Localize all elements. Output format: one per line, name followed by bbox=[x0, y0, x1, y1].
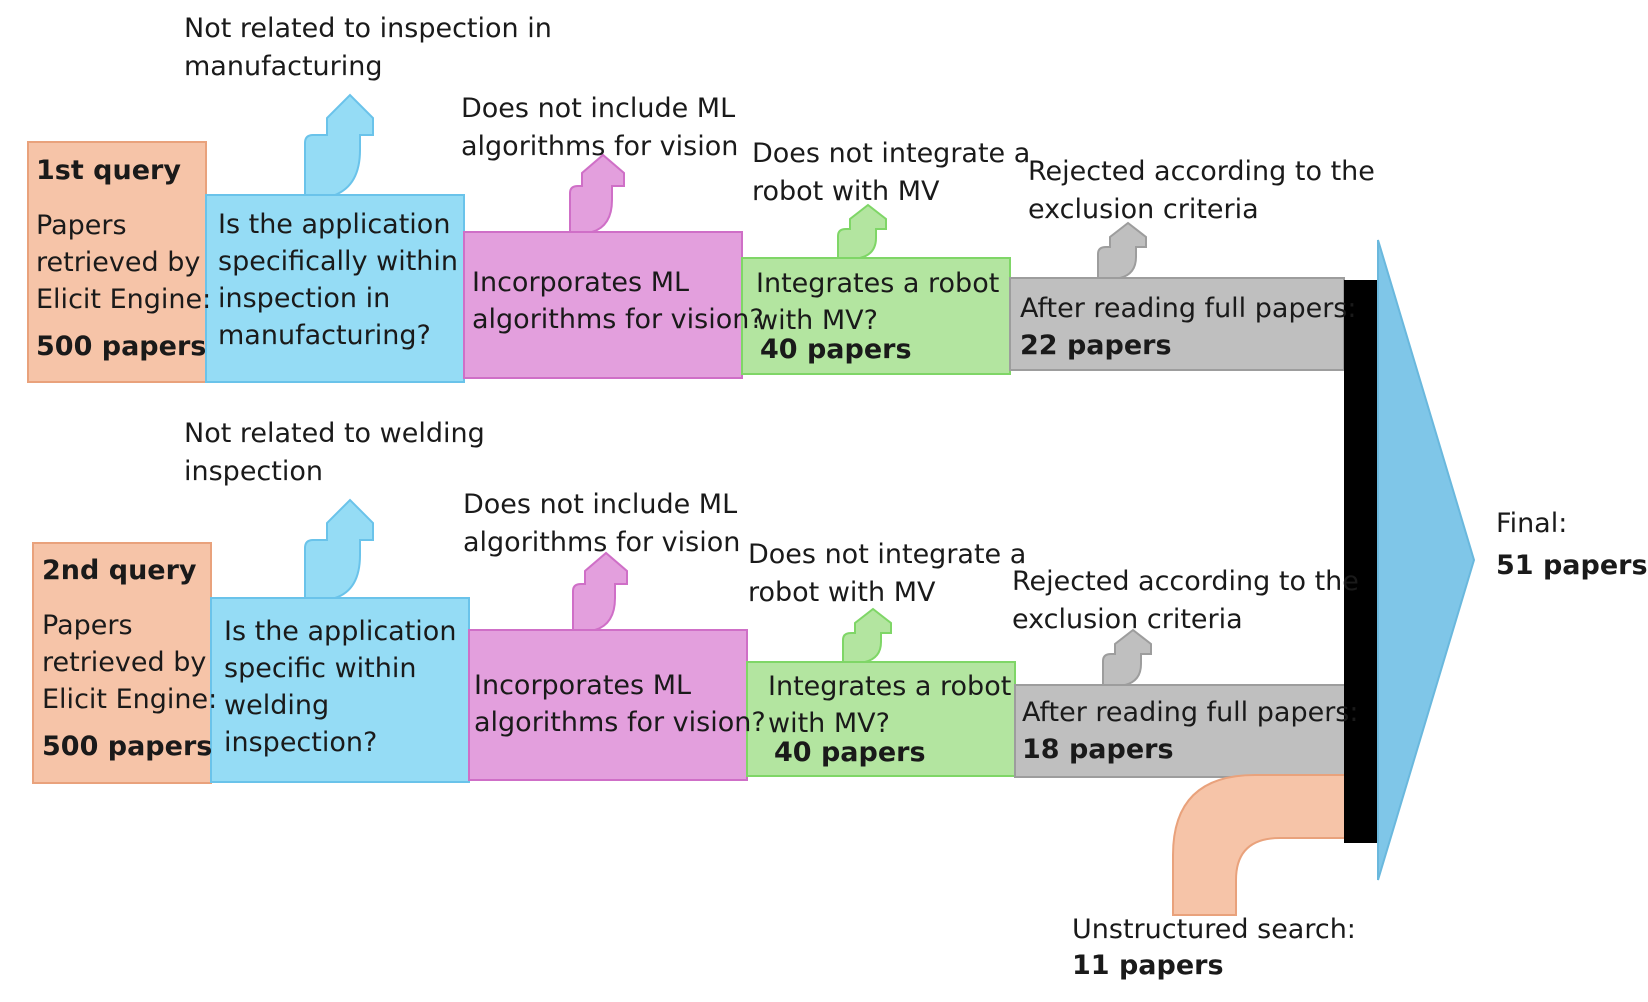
unstructured-search-feed bbox=[1172, 774, 1346, 916]
row1-stage3-reject-line1: Does not integrate a bbox=[752, 138, 1031, 169]
row1-stage2-line2: algorithms for vision? bbox=[472, 304, 764, 335]
row2-stage4-box bbox=[1014, 684, 1346, 778]
row1-stage1-reject-label: Not related to inspection in manufacturi… bbox=[184, 10, 552, 86]
row1-stage4-reject-line2: exclusion criteria bbox=[1028, 194, 1259, 225]
unstructured-search-count: 11 papers bbox=[1072, 950, 1224, 981]
row2-query-line2: retrieved by bbox=[42, 647, 207, 678]
row1-stage3-count: 40 papers bbox=[760, 334, 912, 365]
row2-query-text: 2nd query Papers retrieved by Elicit Eng… bbox=[42, 552, 217, 765]
row1-stage1-reject-arrow bbox=[304, 93, 374, 196]
row2-stage2-reject-arrow bbox=[572, 551, 628, 631]
row1-stage1-line3: inspection in bbox=[218, 283, 391, 314]
row1-stage2-text: Incorporates ML algorithms for vision? bbox=[472, 264, 764, 338]
row1-stage3-text: Integrates a robot with MV? bbox=[756, 265, 999, 339]
final-text: Final: bbox=[1496, 508, 1568, 539]
row2-stage3-box bbox=[746, 661, 1016, 777]
row1-query-text: 1st query Papers retrieved by Elicit Eng… bbox=[36, 152, 211, 365]
row1-stage3-reject-label: Does not integrate a robot with MV bbox=[752, 135, 1030, 211]
row1-stage1-text: Is the application specifically within i… bbox=[218, 206, 458, 354]
row2-stage1-box bbox=[210, 597, 470, 783]
row2-stage1-reject-arrow bbox=[304, 498, 374, 599]
row1-query-count: 500 papers bbox=[36, 331, 207, 362]
row2-stage1-line1: Is the application bbox=[224, 616, 457, 647]
row1-stage1-line4: manufacturing? bbox=[218, 320, 431, 351]
row2-stage4-line: After reading full papers: bbox=[1022, 697, 1359, 728]
row2-query-line3: Elicit Engine: bbox=[42, 684, 218, 715]
row2-stage3-line2: with MV? bbox=[768, 708, 890, 739]
row1-stage4-reject-label: Rejected according to the exclusion crit… bbox=[1028, 153, 1375, 229]
row1-stage2-reject-line2: algorithms for vision bbox=[461, 131, 739, 162]
row1-stage1-reject-line2: manufacturing bbox=[184, 51, 383, 82]
row2-stage3-text: Integrates a robot with MV? bbox=[768, 668, 1011, 742]
unstructured-search-text: Unstructured search: bbox=[1072, 914, 1356, 945]
row2-query-title: 2nd query bbox=[42, 555, 197, 586]
row2-stage3-line1: Integrates a robot bbox=[768, 671, 1012, 702]
row1-stage2-reject-label: Does not include ML algorithms for visio… bbox=[461, 90, 738, 166]
row1-stage1-line1: Is the application bbox=[218, 209, 451, 240]
final-count: 51 papers bbox=[1496, 550, 1648, 581]
row2-stage3-reject-arrow bbox=[842, 607, 892, 663]
row2-stage4-reject-label: Rejected according to the exclusion crit… bbox=[1012, 563, 1359, 639]
final-label: Final: 51 papers bbox=[1496, 503, 1648, 587]
row1-query-title: 1st query bbox=[36, 155, 181, 186]
row1-query-box bbox=[27, 141, 207, 383]
row2-stage4-text: After reading full papers: 18 papers bbox=[1022, 694, 1358, 768]
row2-stage1-line2: specific within bbox=[224, 653, 417, 684]
row1-stage4-reject-line1: Rejected according to the bbox=[1028, 156, 1375, 187]
row2-stage2-reject-label: Does not include ML algorithms for visio… bbox=[463, 486, 740, 562]
row1-stage1-line2: specifically within bbox=[218, 246, 459, 277]
row2-stage1-reject-line1: Not related to welding bbox=[184, 418, 485, 449]
row2-stage2-line1: Incorporates ML bbox=[474, 670, 692, 701]
row1-stage4-box bbox=[1009, 277, 1345, 371]
row2-stage4-reject-line1: Rejected according to the bbox=[1012, 566, 1359, 597]
row1-stage3-line2: with MV? bbox=[756, 305, 878, 336]
row2-stage3-reject-line1: Does not integrate a bbox=[748, 539, 1027, 570]
row1-query-line2: retrieved by bbox=[36, 247, 201, 278]
row2-stage3-count: 40 papers bbox=[774, 737, 926, 768]
row1-stage4-line: After reading full papers: bbox=[1020, 293, 1357, 324]
row2-stage1-line4: inspection? bbox=[224, 727, 378, 758]
unstructured-search-label: Unstructured search: 11 papers bbox=[1072, 912, 1356, 984]
row2-stage4-count: 18 papers bbox=[1022, 734, 1174, 765]
row2-stage1-reject-label: Not related to welding inspection bbox=[184, 415, 485, 491]
row2-stage4-reject-line2: exclusion criteria bbox=[1012, 604, 1243, 635]
row2-query-line1: Papers bbox=[42, 610, 133, 641]
row1-stage3-line1: Integrates a robot bbox=[756, 268, 1000, 299]
row2-stage3-reject-label: Does not integrate a robot with MV bbox=[748, 536, 1026, 612]
row2-stage1-text: Is the application specific within weldi… bbox=[224, 613, 456, 761]
row1-stage4-count: 22 papers bbox=[1020, 330, 1172, 361]
final-arrow bbox=[1377, 239, 1476, 881]
row2-stage2-line2: algorithms for vision? bbox=[474, 707, 766, 738]
row2-stage2-box bbox=[468, 629, 748, 781]
row1-stage1-box bbox=[205, 194, 465, 383]
row2-query-box bbox=[32, 542, 212, 784]
row1-stage2-reject-line1: Does not include ML bbox=[461, 93, 736, 124]
row1-stage2-reject-arrow bbox=[569, 153, 625, 233]
row1-stage4-reject-arrow bbox=[1097, 221, 1147, 279]
row1-query-line3: Elicit Engine: bbox=[36, 284, 212, 315]
row1-stage2-line1: Incorporates ML bbox=[472, 267, 690, 298]
row1-stage3-box bbox=[741, 257, 1011, 375]
row1-query-line1: Papers bbox=[36, 210, 127, 241]
row1-stage3-reject-arrow bbox=[837, 203, 887, 259]
row1-stage1-reject-line1: Not related to inspection in bbox=[184, 13, 552, 44]
row1-stage2-box bbox=[463, 231, 743, 379]
row1-stage4-text: After reading full papers: 22 papers bbox=[1020, 290, 1356, 364]
merge-bar bbox=[1344, 280, 1378, 843]
row1-stage3-reject-line2: robot with MV bbox=[752, 176, 940, 207]
row2-stage2-reject-line2: algorithms for vision bbox=[463, 527, 741, 558]
row2-stage1-line3: welding bbox=[224, 690, 330, 721]
row2-stage4-reject-arrow bbox=[1102, 628, 1152, 686]
row2-query-count: 500 papers bbox=[42, 731, 213, 762]
row2-stage1-reject-line2: inspection bbox=[184, 456, 323, 487]
row2-stage3-reject-line2: robot with MV bbox=[748, 577, 936, 608]
row2-stage2-reject-line1: Does not include ML bbox=[463, 489, 738, 520]
row2-stage2-text: Incorporates ML algorithms for vision? bbox=[474, 667, 766, 741]
